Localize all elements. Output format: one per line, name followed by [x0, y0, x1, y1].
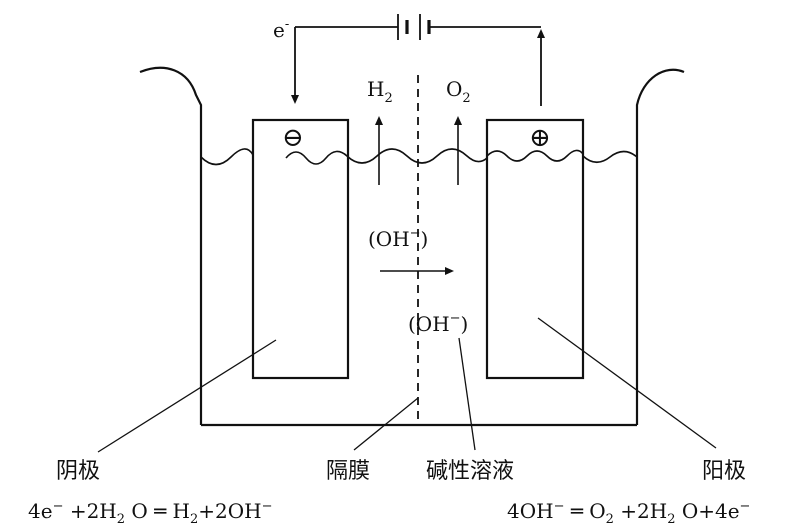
anode-label: 阳极: [702, 459, 746, 484]
solution-leader: [458, 337, 476, 451]
cathode-electrode: [251, 118, 350, 380]
solution-label: 碱性溶液: [426, 459, 514, 484]
cathode-equation: 4e− +2H2 O ═ H2+2OH−: [28, 499, 273, 527]
membrane-leader: [353, 397, 419, 451]
o2-label: O2: [446, 77, 471, 106]
battery-icon: [397, 14, 431, 40]
anode-equation: 4OH− ═ O2 +2H2 O+4e−: [507, 499, 750, 527]
leader-lines: [97, 317, 717, 453]
membrane-label: 隔膜: [326, 459, 370, 484]
tank-right-rim: [635, 68, 685, 425]
tank-left-rim: [139, 66, 203, 425]
ion-label-lower: (OH−): [408, 311, 468, 336]
h2-label: H2: [367, 77, 393, 106]
electrolyte-surface: [200, 148, 638, 166]
anode-electrode: [485, 118, 585, 380]
electrolytic-tank: [139, 66, 685, 427]
cathode-leader: [97, 339, 277, 453]
cathode-sign-icon: ⊖: [282, 123, 304, 153]
cathode-label: 阴极: [56, 459, 100, 484]
ion-label-upper: (OH−): [368, 226, 428, 251]
electron-label: e-: [273, 17, 289, 42]
external-circuit: [291, 26, 545, 106]
anode-sign-icon: ⊕: [529, 123, 551, 153]
anode-leader: [537, 317, 717, 449]
gas-arrows: [375, 116, 462, 185]
